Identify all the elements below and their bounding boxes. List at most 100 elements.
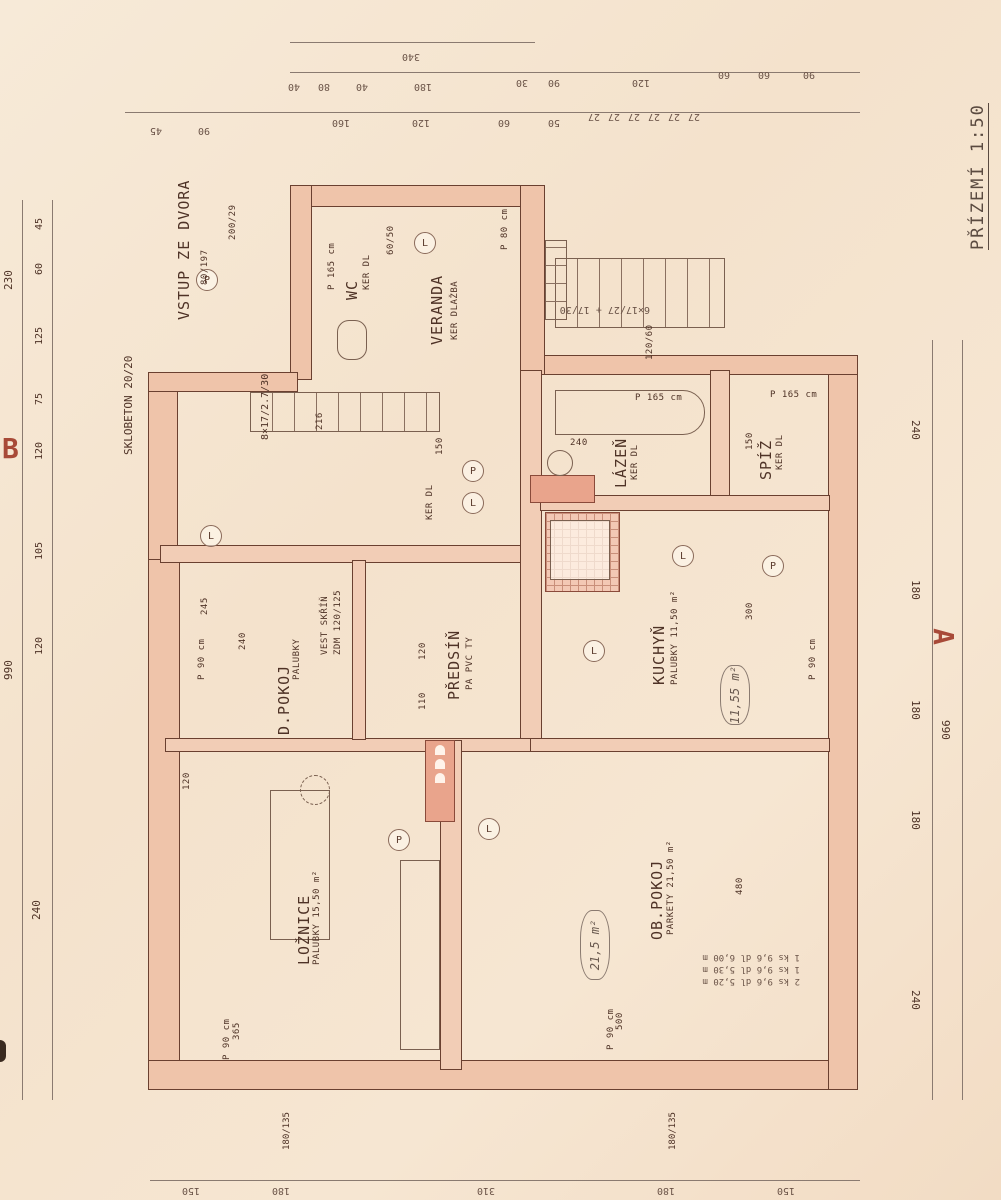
- dim-top-r1-2: 40: [355, 81, 368, 92]
- dim-line-right-overall: [962, 340, 963, 1100]
- dim-right-overall: 990: [939, 720, 952, 740]
- dim-bottom-4: 150: [776, 1185, 795, 1196]
- loznice-sill: P 90 cm: [222, 1018, 232, 1060]
- dim-line-left-overall: [22, 200, 23, 1100]
- room-label-vstup: VSTUP ZE DVORA: [175, 179, 193, 320]
- wall-interior-dpokoj-east: [352, 560, 366, 740]
- ob-pokoj-floor: PARKETY 21,50 m²: [666, 840, 676, 935]
- kuchyn-sill: P 90 cm: [808, 638, 818, 680]
- dim-line-top-overall: [290, 42, 535, 43]
- dim-top-r1-3: 180: [413, 81, 432, 92]
- wall-north-east: [520, 355, 858, 375]
- binder-hole: [0, 1040, 6, 1062]
- wc-sill: P 165 cm: [327, 242, 337, 290]
- d-pokoj-depth: 245: [200, 597, 210, 615]
- sheet-title: PŘÍZEMÍ 1:50: [968, 103, 989, 250]
- ob-pokoj-note-0: 1 ks 9,6 dl 6,00 m: [702, 952, 800, 962]
- dim-top-r1-0: 40: [287, 81, 300, 92]
- room-label-ob-pokoj: OB.POKOJ: [648, 859, 666, 940]
- exterior-stairs-label: 6×17/27 + 17/30: [559, 304, 650, 315]
- chimney-bedroom: [425, 740, 455, 822]
- loznice-floor: PALUBKY 15,50 m²: [312, 870, 322, 965]
- dim-top-r2-4: 120: [411, 117, 430, 128]
- section-marker-a: A: [926, 628, 960, 645]
- chodba-floor: KER DL: [425, 484, 435, 520]
- dim-left-120: 120: [34, 441, 45, 460]
- wall-west-lower: [148, 555, 180, 1090]
- dim-top-r2-10: 27: [647, 111, 660, 122]
- veranda-sill: P 80 cm: [500, 208, 510, 250]
- wall-north-veranda: [290, 185, 545, 207]
- room-label-d-pokoj: D.POKOJ: [275, 664, 293, 735]
- dim-bottom-1: 180: [271, 1185, 290, 1196]
- dim-left-120b: 120: [34, 636, 45, 655]
- wall-interior-kitchen-west: [520, 370, 542, 750]
- dim-top-r1-8: 60: [757, 69, 770, 80]
- dim-left-45: 45: [34, 217, 45, 230]
- boiler-icon: [547, 450, 573, 476]
- room-label-vest-skrin: VEST SKŘÍŇ: [320, 595, 330, 655]
- dim-line-bottom: [150, 1180, 860, 1181]
- dim-bottom-3: 180: [656, 1185, 675, 1196]
- room-label-wc: WC: [343, 279, 361, 300]
- wall-east: [828, 355, 858, 1090]
- loznice-dim-365: 365: [232, 1022, 242, 1040]
- wall-interior-bedroom-north: [165, 738, 535, 752]
- stove-icon: [550, 520, 610, 580]
- exterior-stair-dims: 120/60: [645, 324, 655, 360]
- dim-top-r1-6: 120: [631, 77, 650, 88]
- vest-skrin-note: ZDM 120/125: [333, 589, 343, 655]
- kuchyn-area-oval: 11,55 m²: [720, 665, 750, 725]
- door-type-l-kitchen-bath: L: [672, 545, 694, 567]
- d-pokoj-width: 240: [238, 632, 248, 650]
- dim-top-r2-7: 27: [587, 111, 600, 122]
- dim-top-r2-6: 50: [547, 117, 560, 128]
- door-type-l-kitchen: L: [583, 640, 605, 662]
- dim-top-r2-5: 60: [497, 117, 510, 128]
- dim-top-r1-1: 80: [317, 81, 330, 92]
- wall-north-entry: [148, 372, 298, 392]
- ob-pokoj-dim-480: 480: [735, 877, 745, 895]
- sill-bottom-left: 180/135: [282, 1112, 292, 1150]
- room-label-loznice: LOŽNICE: [295, 894, 313, 965]
- door-type-p-entry: P: [196, 269, 218, 291]
- door-type-p-pantry: P: [762, 555, 784, 577]
- lazen-sill: P 165 cm: [635, 393, 683, 403]
- room-label-kuchyn: KUCHYŇ: [650, 624, 668, 685]
- ob-pokoj-note-2: 2 ks 9,6 dl 5,20 m: [702, 976, 800, 986]
- ob-pokoj-dim-500: 500: [615, 1012, 625, 1030]
- dim-right-2: 180: [909, 700, 922, 720]
- dim-left-240: 240: [30, 900, 43, 920]
- dim-top-r1-9: 90: [802, 69, 815, 80]
- d-pokoj-sill: P 90 cm: [197, 638, 207, 680]
- dim-top-overall: 340: [401, 51, 420, 62]
- wall-west-upper: [148, 375, 178, 560]
- predsin-floor: PA PVC TY: [465, 636, 475, 690]
- wc-window: 60/50: [386, 225, 396, 255]
- predsin-dim-110: 110: [418, 692, 428, 710]
- dim-right-4: 240: [909, 990, 922, 1010]
- interior-stairs: [250, 392, 440, 432]
- ob-pokoj-area-oval: 21,5 m²: [580, 910, 610, 980]
- dim-left-125: 125: [34, 326, 45, 345]
- wall-interior-kitchen-south: [530, 738, 830, 752]
- wall-interior-bath-east: [710, 370, 730, 510]
- toilet-icon: [337, 320, 367, 360]
- dim-top-r2-8: 27: [607, 111, 620, 122]
- dim-left-105: 105: [34, 541, 45, 560]
- chimney-kitchen: [530, 475, 595, 503]
- spiz-floor: KER DL: [775, 434, 785, 470]
- wall-interior-bath-south: [540, 495, 830, 511]
- wall-veranda-east: [520, 185, 545, 375]
- dim-left-overall: 990: [2, 660, 15, 680]
- chodba-dim-216: 216: [315, 412, 325, 430]
- dim-top-r2-0: 45: [149, 125, 162, 136]
- sill-bottom-right: 180/135: [668, 1112, 678, 1150]
- dim-top-r2-11: 27: [667, 111, 680, 122]
- door-type-l-living: L: [478, 818, 500, 840]
- door-type-l-wc: L: [414, 232, 436, 254]
- dim-top-r2-1: 90: [197, 125, 210, 136]
- lazen-dim-240: 240: [570, 438, 588, 448]
- section-marker-b: B: [2, 432, 19, 465]
